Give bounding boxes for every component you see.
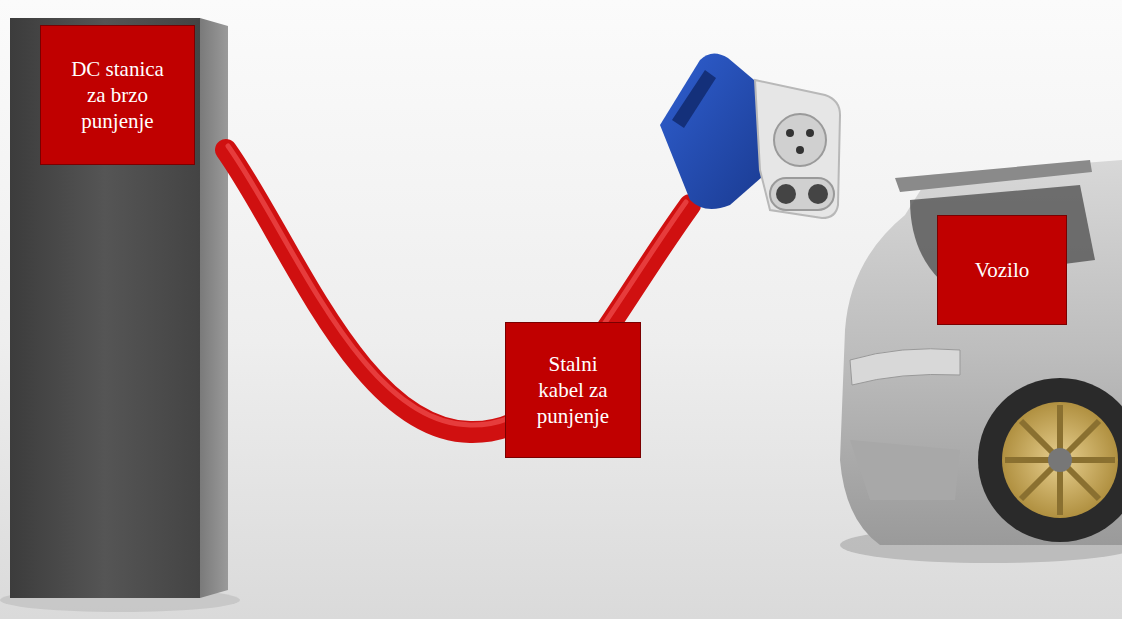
pillar-side [200, 18, 228, 598]
rim [1002, 402, 1118, 518]
cable-label: Stalni kabel za punjenje [505, 322, 641, 458]
station-label: DC stanica za brzo punjenje [40, 25, 195, 165]
label-text: DC stanica za brzo punjenje [66, 56, 169, 135]
dc-socket [770, 178, 834, 210]
connector-grip [672, 70, 716, 128]
tail-light [850, 349, 960, 385]
connector-handle [660, 53, 770, 209]
charging-pillar [10, 18, 200, 598]
label-text: Vozilo [975, 257, 1029, 283]
bumper [850, 440, 960, 500]
car-body [840, 160, 1122, 545]
tyre [978, 378, 1122, 542]
connector-face [755, 80, 840, 218]
dc-pin [808, 184, 828, 204]
pin [796, 146, 804, 154]
car [840, 160, 1122, 563]
label-text: Stalni kabel za punjenje [531, 351, 615, 430]
ac-socket [774, 114, 826, 166]
hub [1048, 448, 1072, 472]
pin [786, 129, 794, 137]
pin [806, 129, 814, 137]
rim-spokes [1005, 405, 1115, 515]
ccs-connector [660, 53, 840, 218]
dc-pin [776, 184, 796, 204]
vehicle-label: Vozilo [937, 215, 1067, 325]
